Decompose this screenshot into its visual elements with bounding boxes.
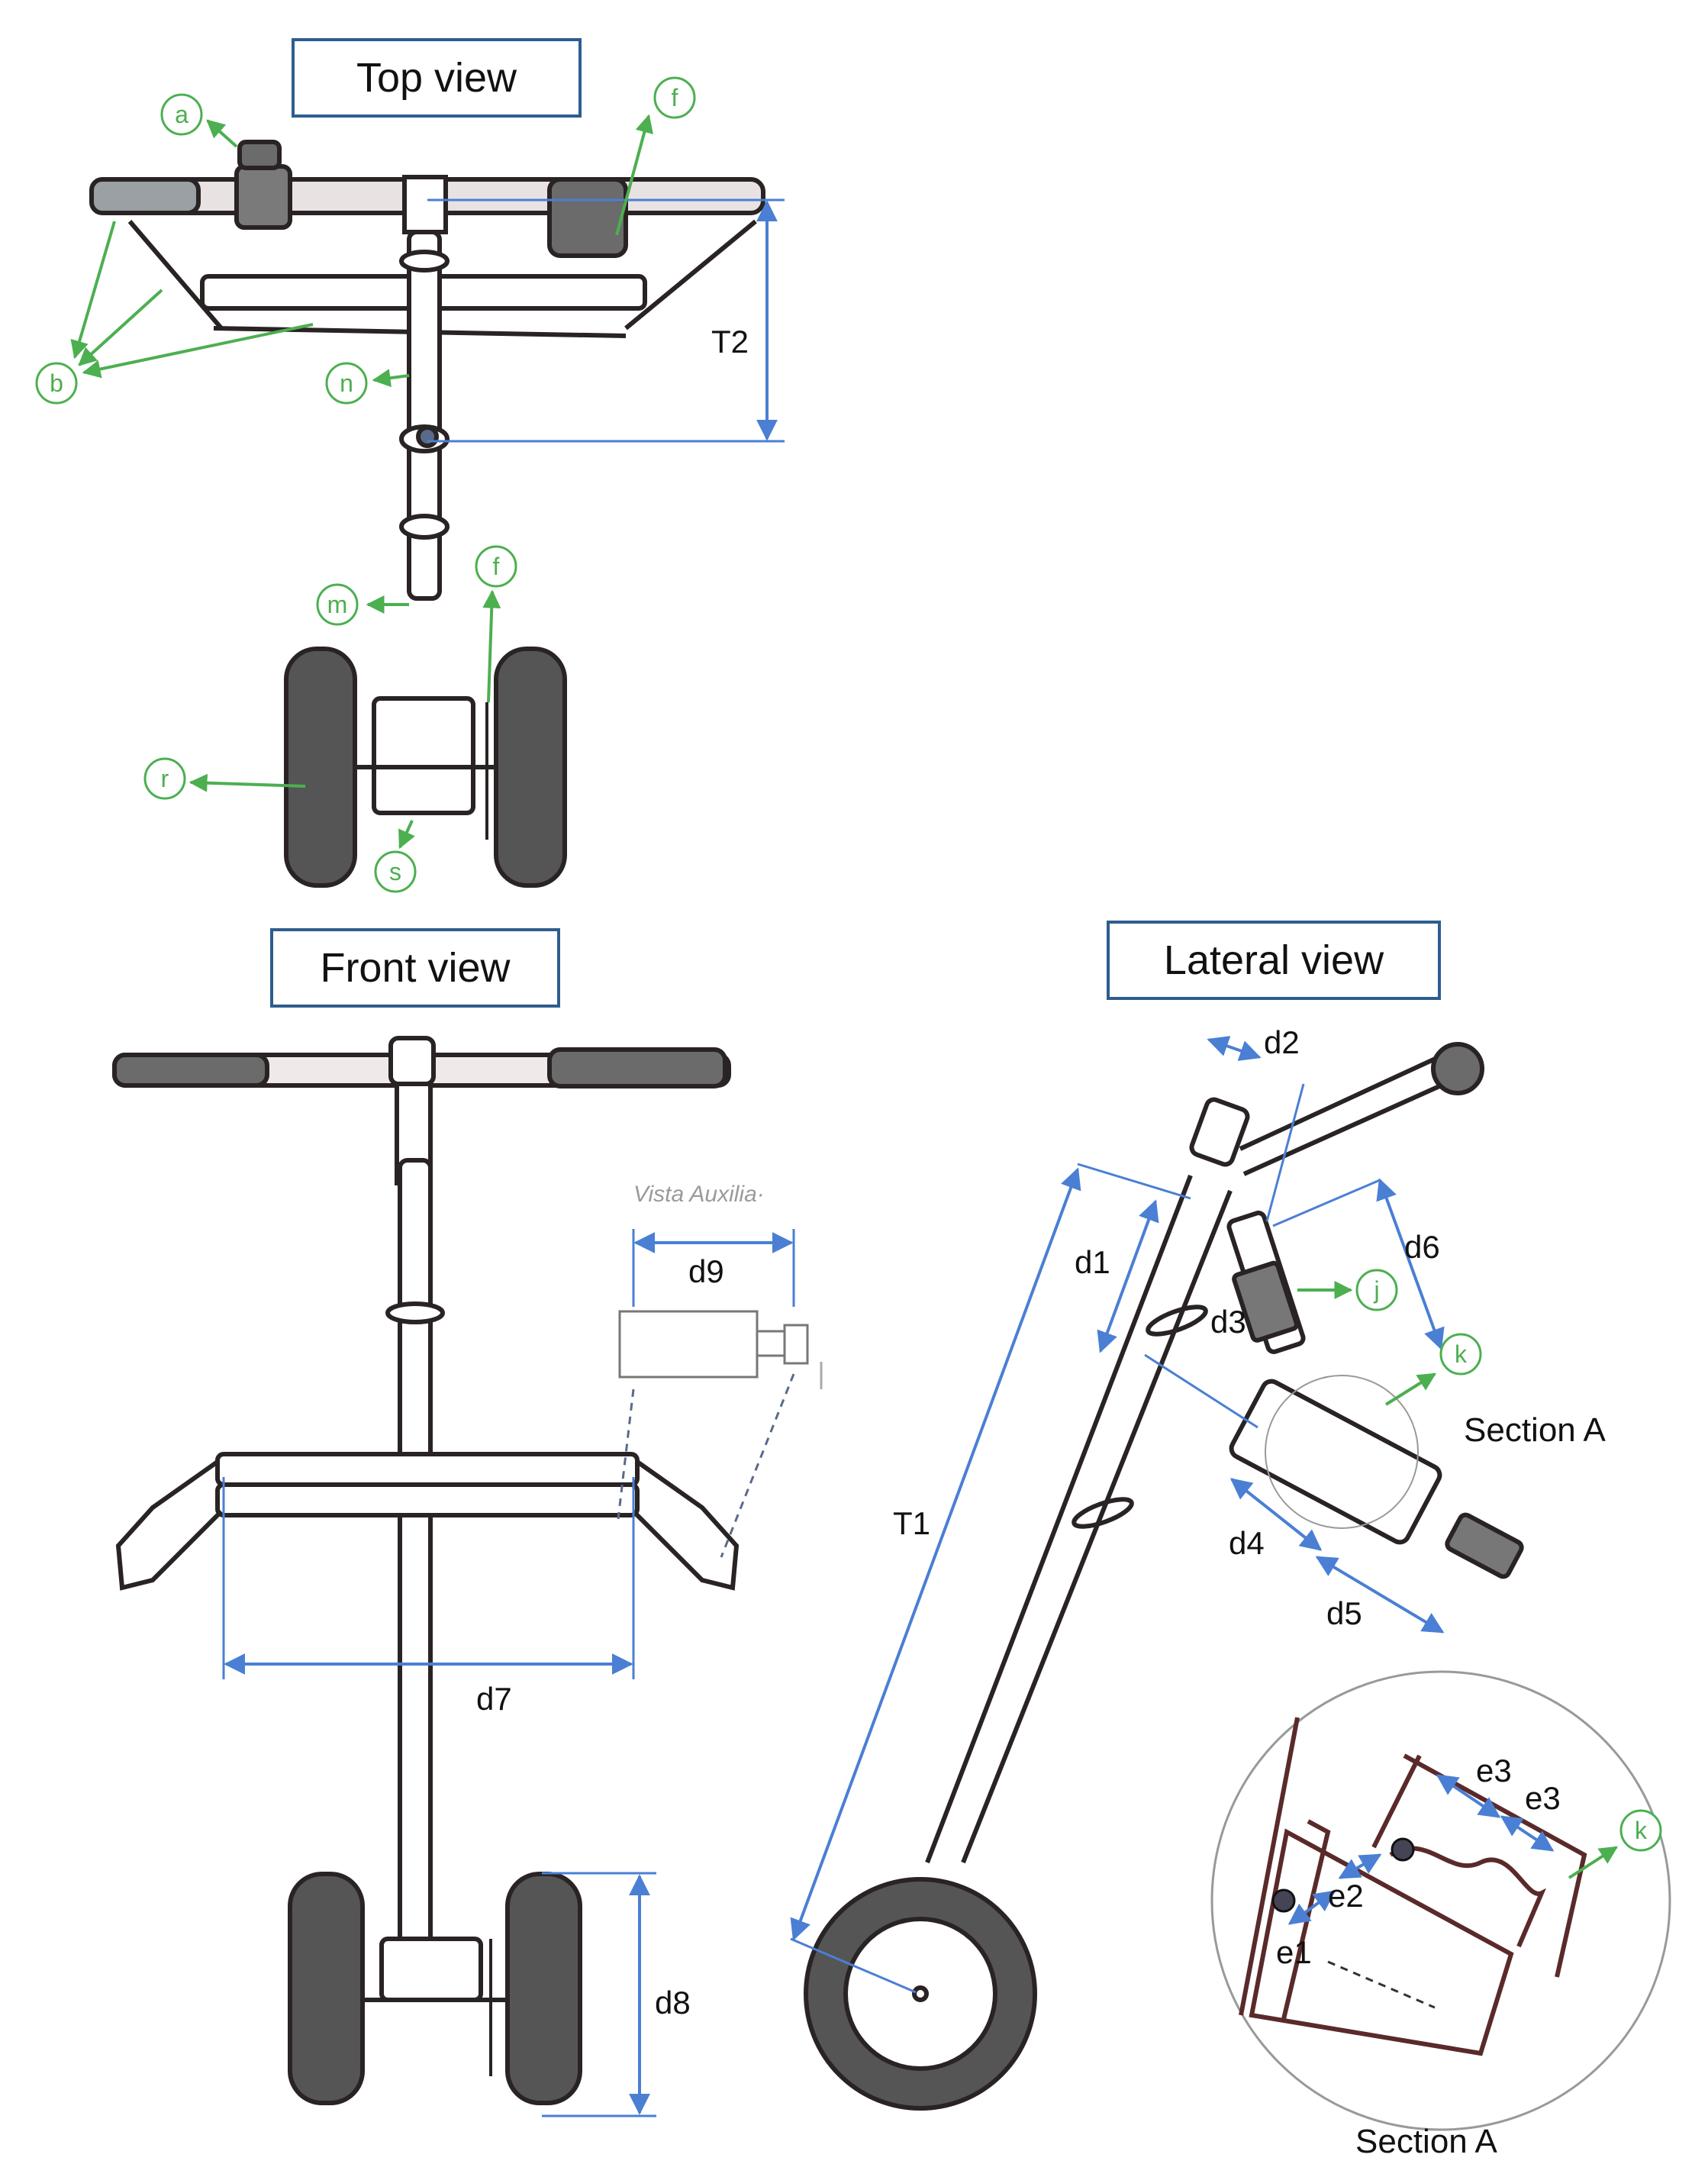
d8-dimension xyxy=(542,1872,656,2117)
svg-text:f: f xyxy=(493,553,500,580)
d7-label: d7 xyxy=(476,1681,512,1717)
top-callout-m: m xyxy=(316,583,409,626)
section-a-detail-label: Section A xyxy=(1355,2123,1498,2160)
svg-text:b: b xyxy=(50,369,63,397)
front-right-grip xyxy=(547,1047,727,1088)
d4-dimension xyxy=(1229,1478,1323,1551)
front-right-wheel xyxy=(505,1872,582,2105)
e1-label: e1 xyxy=(1276,1934,1312,1970)
d1-label: d1 xyxy=(1075,1244,1110,1280)
d3-dimension xyxy=(1144,1353,1258,1429)
front-left-wheel xyxy=(288,1872,365,2105)
svg-text:n: n xyxy=(340,369,353,397)
top-callout-s: s xyxy=(374,820,417,893)
e3a-label: e3 xyxy=(1476,1753,1512,1788)
svg-text:k: k xyxy=(1635,1817,1648,1844)
front-view-drawing xyxy=(112,1036,740,2105)
lateral-view-title: Lateral view xyxy=(1107,921,1441,1000)
svg-text:m: m xyxy=(327,591,348,618)
top-brake-lever xyxy=(234,164,292,230)
svg-text:s: s xyxy=(389,858,401,885)
d3-label: d3 xyxy=(1210,1304,1246,1340)
t2-dimension xyxy=(427,198,785,443)
svg-text:j: j xyxy=(1373,1276,1379,1304)
top-stem xyxy=(407,230,442,601)
d2-dimension xyxy=(1207,1036,1305,1222)
t2-label: T2 xyxy=(711,324,749,360)
d4-label: d4 xyxy=(1229,1525,1265,1561)
d8-label: d8 xyxy=(655,1985,691,2021)
t1-dimension xyxy=(790,1163,1191,1994)
d5-dimension xyxy=(1315,1556,1445,1634)
section-a-detail-circle xyxy=(1210,1670,1671,2131)
svg-text:a: a xyxy=(175,101,189,128)
top-callout-a: a xyxy=(160,93,238,148)
svg-text:k: k xyxy=(1455,1340,1468,1368)
detail-callout-k: k xyxy=(1568,1809,1662,1879)
lateral-callout-k: k xyxy=(1384,1333,1482,1406)
d7-dimension xyxy=(222,1477,635,1679)
section-a-lateral-label: Section A xyxy=(1464,1411,1606,1449)
top-callout-b: b xyxy=(35,221,314,405)
top-right-wheel xyxy=(494,647,567,888)
top-callout-n: n xyxy=(325,362,410,405)
section-a-detail xyxy=(1210,1670,1671,2131)
d6-label: d6 xyxy=(1404,1229,1440,1265)
top-left-wheel xyxy=(284,647,357,888)
top-left-grip xyxy=(89,177,201,215)
d5-label: d5 xyxy=(1326,1595,1362,1631)
auxiliary-view: Vista Auxilia· xyxy=(617,1182,823,1558)
top-right-grip xyxy=(547,177,628,258)
svg-text:f: f xyxy=(672,84,678,111)
e3b-label: e3 xyxy=(1525,1780,1561,1816)
top-callout-f-grip: f xyxy=(615,76,696,236)
front-left-grip xyxy=(112,1053,269,1088)
auxiliary-view-label: Vista Auxilia· xyxy=(633,1182,765,1207)
d1-dimension xyxy=(1097,1199,1159,1353)
front-view-title: Front view xyxy=(270,928,560,1008)
top-view-title: Top view xyxy=(292,38,582,118)
d9-label: d9 xyxy=(688,1253,724,1289)
top-callout-r: r xyxy=(143,757,306,800)
auxiliary-body xyxy=(618,1310,759,1379)
top-stem-head xyxy=(402,175,448,234)
top-fork xyxy=(372,696,475,815)
front-crossbar xyxy=(215,1452,640,1487)
e2-label: e2 xyxy=(1328,1878,1364,1914)
top-callout-f-stem: f xyxy=(475,545,517,703)
d2-label: d2 xyxy=(1264,1024,1300,1060)
d6-dimension xyxy=(1272,1178,1445,1350)
front-stem xyxy=(398,1158,433,1956)
svg-text:r: r xyxy=(161,765,169,792)
top-view-drawing xyxy=(89,140,765,888)
lateral-callout-j: j xyxy=(1297,1269,1398,1311)
t1-label: T1 xyxy=(893,1505,930,1541)
